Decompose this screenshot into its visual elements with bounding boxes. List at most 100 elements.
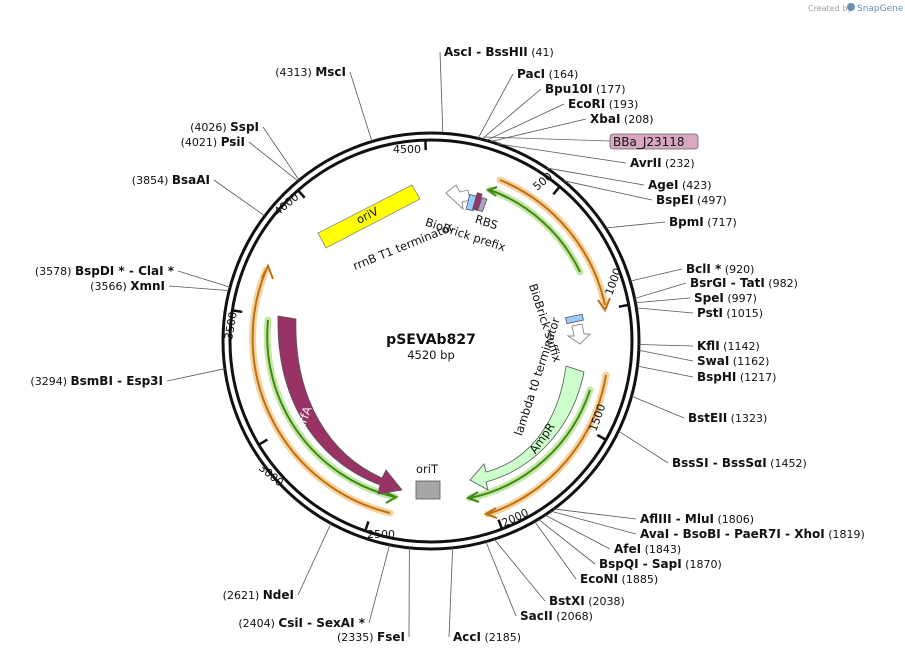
biobrick-suffix-feature[interactable]	[565, 313, 584, 325]
site-leader-line	[481, 88, 542, 140]
site-position: (2404)	[238, 617, 278, 630]
orit-feature[interactable]	[415, 480, 441, 500]
site-leader-line	[297, 523, 332, 596]
backbone-inner-ring	[228, 138, 634, 544]
tick-mark-1500	[596, 433, 607, 441]
credit-prefix: Created by	[808, 4, 852, 13]
site-psii[interactable]: (4021) PsiI	[181, 135, 245, 149]
site-position: (2038)	[585, 595, 625, 608]
site-afliii[interactable]: AflIII - MluI (1806)	[640, 512, 754, 526]
site-spei[interactable]: SpeI (997)	[694, 291, 757, 305]
site-xbai[interactable]: XbaI (208)	[590, 112, 653, 126]
site-asci[interactable]: AscI - BssHII (41)	[444, 45, 554, 59]
lambda-terminator-arrow[interactable]	[566, 323, 592, 345]
ampr-feature[interactable]	[469, 365, 585, 491]
site-name: BclI *	[686, 262, 722, 276]
site-bsteii[interactable]: BstEII (1323)	[688, 411, 767, 425]
site-agei[interactable]: AgeI (423)	[648, 178, 712, 192]
site-name: BsmBI	[71, 374, 113, 388]
primer-bottom-orange-head	[483, 507, 498, 519]
site-name: Esp3I	[126, 374, 163, 388]
bba-j23118-feature[interactable]	[472, 192, 483, 211]
site-leader-line	[490, 118, 587, 143]
site-name: PacI	[517, 67, 545, 81]
site-leader-line	[493, 538, 546, 602]
site-ecori[interactable]: EcoRI (193)	[568, 97, 638, 111]
site-bstxi[interactable]: BstXI (2038)	[549, 594, 625, 608]
site-name: MluI	[685, 512, 714, 526]
site-bsrgi[interactable]: BsrGI - TatI (982)	[690, 276, 798, 290]
site-position: (3294)	[30, 375, 70, 388]
site-leader-line	[546, 167, 645, 186]
site-position: (208)	[620, 113, 653, 126]
site-leader-line	[553, 508, 637, 520]
site-name: BsoBI	[683, 527, 721, 541]
site-position: (1162)	[729, 355, 769, 368]
trfa-feature[interactable]	[277, 315, 403, 495]
site-kfli[interactable]: KflI (1142)	[697, 339, 760, 353]
site-bspei[interactable]: BspEI (497)	[656, 193, 727, 207]
site-xmni[interactable]: (3566) XmnI	[90, 279, 165, 293]
site-leader-line	[636, 307, 694, 314]
site-bcli[interactable]: BclI * (920)	[686, 262, 754, 276]
bba-j23118-label: BBa_J23118	[613, 135, 685, 149]
site-separator: -	[672, 512, 685, 526]
site-afei[interactable]: AfeI (1843)	[614, 542, 681, 556]
site-name: AvrII	[630, 156, 662, 170]
site-bsaai[interactable]: (3854) BsaAI	[132, 173, 210, 187]
site-leader-line	[630, 268, 683, 282]
site-paci[interactable]: PacI (164)	[517, 67, 578, 81]
primer-left-green-head	[384, 491, 399, 504]
site-bpmi[interactable]: BpmI (717)	[669, 215, 737, 229]
tick-mark-500	[552, 185, 561, 196]
site-name: SapI	[652, 557, 682, 571]
site-bspqi[interactable]: BspQI - SapI (1870)	[599, 557, 722, 571]
site-name: EcoRI	[568, 97, 605, 111]
site-name: BspDI *	[75, 264, 125, 278]
site-sspi[interactable]: (4026) SspI	[190, 120, 259, 134]
site-avrii[interactable]: AvrII (232)	[630, 156, 695, 170]
credit-brand[interactable]: SnapGene	[857, 4, 904, 14]
site-name: XmnI	[130, 279, 165, 293]
primer-bottom-green-head	[465, 491, 480, 503]
site-psti[interactable]: PstI (1015)	[697, 306, 763, 320]
site-name: BsaAI	[172, 173, 210, 187]
site-fsei[interactable]: (2335) FseI	[337, 630, 405, 644]
site-bpu10i[interactable]: Bpu10I (177)	[545, 82, 626, 96]
trfa-label: trfA	[294, 404, 314, 429]
rbs-feature[interactable]	[477, 197, 488, 213]
site-position: (3578)	[35, 265, 75, 278]
primer-right-orange-core	[499, 179, 606, 306]
site-position: (4021)	[181, 136, 221, 149]
site-msci[interactable]: (4313) MscI	[275, 65, 346, 79]
site-name: TatI	[740, 276, 765, 290]
oriv-feature[interactable]	[317, 184, 421, 249]
site-name: SwaI	[697, 354, 729, 368]
site-swai[interactable]: SwaI (1162)	[697, 354, 769, 368]
orit-label: oriT	[416, 462, 439, 476]
site-position: (2621)	[223, 589, 263, 602]
rrnb-terminator-arrow[interactable]	[445, 184, 471, 211]
site-separator: -	[113, 374, 126, 388]
site-leader-line	[213, 179, 266, 217]
site-sacii[interactable]: SacII (2068)	[520, 609, 593, 623]
site-name: PaeR7I	[734, 527, 781, 541]
site-acci[interactable]: AccI (2185)	[453, 630, 521, 644]
site-bsphi[interactable]: BspHI (1217)	[697, 370, 776, 384]
site-leader-line	[368, 544, 391, 624]
site-name: BssSI	[672, 456, 709, 470]
site-csii[interactable]: (2404) CsiI - SexAI *	[238, 616, 365, 630]
site-name: SpeI	[694, 291, 724, 305]
site-bsssi[interactable]: BssSI - BssSαI (1452)	[672, 456, 807, 470]
site-name: AvaI	[640, 527, 669, 541]
site-bspdi[interactable]: (3578) BspDI * - ClaI *	[35, 264, 175, 278]
primer-right-green-core	[489, 189, 581, 273]
site-econi[interactable]: EcoNI (1885)	[580, 572, 658, 586]
site-avai[interactable]: AvaI - BsoBI - PaeR7I - XhoI (1819)	[640, 527, 865, 541]
primer-bottom-orange-core	[487, 374, 607, 515]
site-position: (717)	[704, 216, 737, 229]
tick-label-500: 500	[531, 170, 555, 193]
site-bsmbi[interactable]: (3294) BsmBI - Esp3I	[30, 374, 163, 388]
bba-j23118-box[interactable]	[609, 133, 699, 150]
site-ndei[interactable]: (2621) NdeI	[223, 588, 294, 602]
